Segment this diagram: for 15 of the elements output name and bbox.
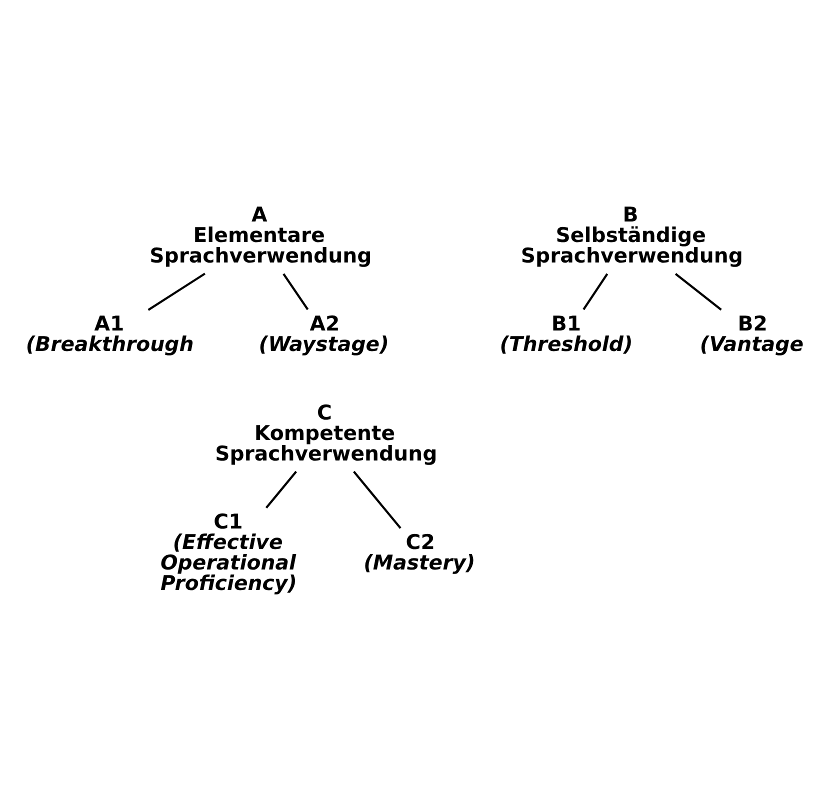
node-text: C2 (Mastery) <box>364 530 476 574</box>
node-text: B Selbständige Sprachverwendung <box>520 202 743 268</box>
connector <box>582 273 608 310</box>
connector <box>282 273 309 310</box>
node-text: A Elementare Sprachverwendung <box>150 202 372 268</box>
node-text: C Kompetente Sprachverwendung <box>215 400 438 466</box>
connector <box>353 470 402 529</box>
connector <box>265 470 298 509</box>
connector <box>148 272 206 311</box>
connector <box>674 273 722 311</box>
node-text: C1 (Effective Operational Proficiency) <box>160 510 297 595</box>
node-text: B2 (Vantage <box>700 312 804 356</box>
node-text: A2 (Waystage) <box>258 312 389 356</box>
node-text: B1 (Threshold) <box>500 312 633 356</box>
node-text: A1 (Breakthrough <box>26 312 194 356</box>
